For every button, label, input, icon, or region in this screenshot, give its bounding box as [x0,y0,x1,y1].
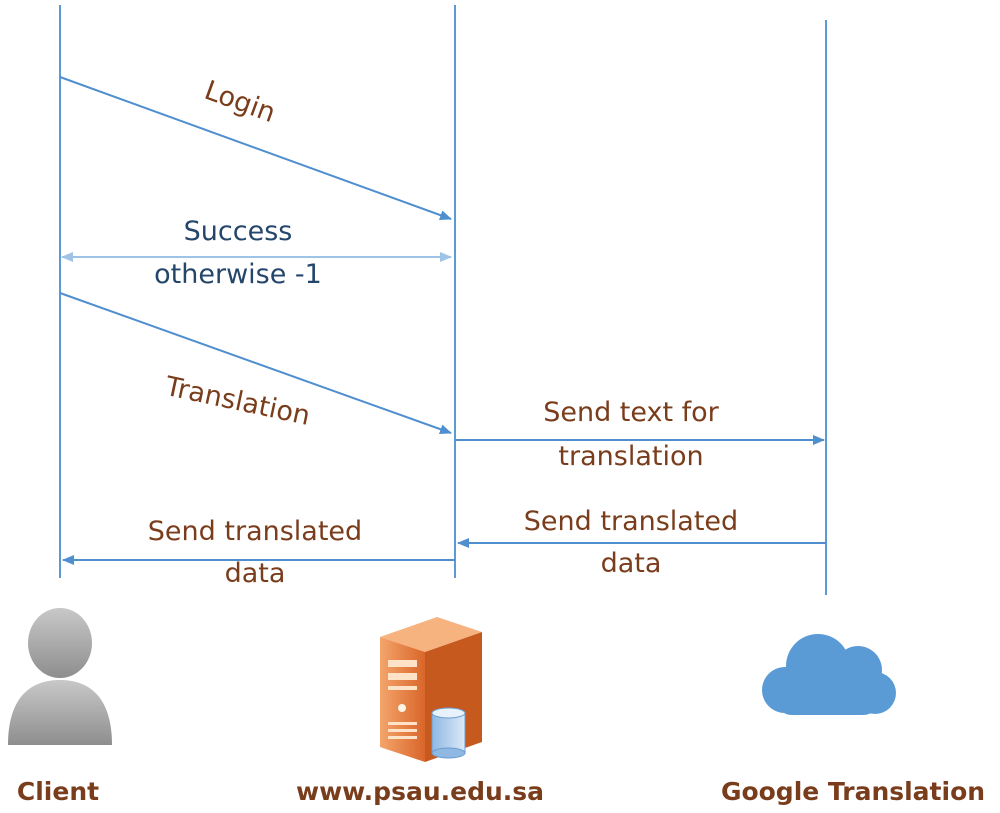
server-label: www.psau.edu.sa [296,777,544,806]
send-text-label-line2: translation [558,441,703,472]
google-label: Google Translation [721,777,985,806]
login-arrow [59,76,452,220]
google-reply-label-line1: Send translated [524,506,738,537]
translation-label: Translation [162,371,313,432]
server-reply-label-line1: Send translated [148,516,362,547]
success-label: Success [184,216,293,247]
person-icon [8,608,112,745]
login-label: Login [200,75,279,129]
client-label: Client [17,777,99,806]
cloud-icon [762,634,896,715]
server-with-database-icon [380,617,482,762]
translation-arrow [59,292,452,434]
google-reply-label-line2: data [601,548,662,579]
server-reply-label-line2: data [225,558,286,589]
send-text-label-line1: Send text for [543,397,719,428]
success-otherwise-label: otherwise -1 [154,259,322,290]
